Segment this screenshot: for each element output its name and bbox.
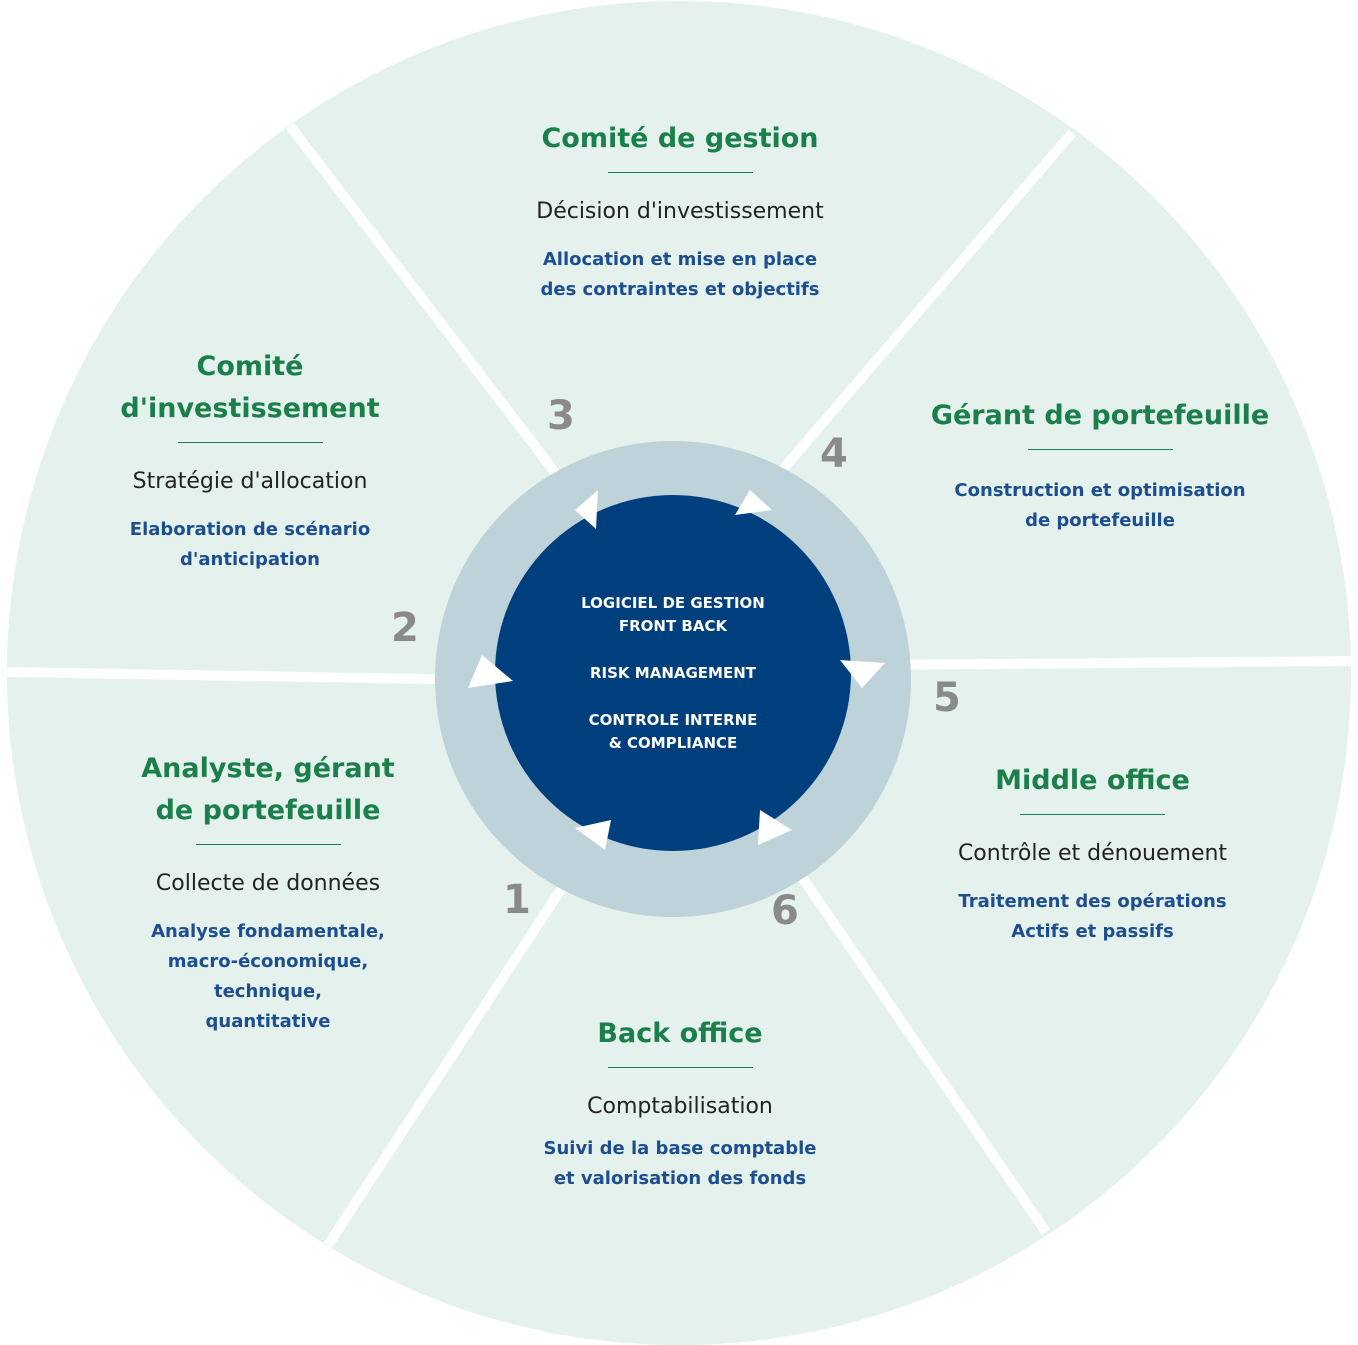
segment-description: Elaboration de scénario d'anticipation bbox=[100, 515, 400, 575]
separator-1-2 bbox=[2, 667, 491, 685]
separator-6-1 bbox=[323, 842, 595, 1248]
hub-item-risk: RISK MANAGEMENT bbox=[590, 663, 756, 682]
segment-subtitle: Stratégie d'allocation bbox=[132, 469, 368, 494]
separator-3-4 bbox=[761, 129, 1076, 494]
arrow-head-1 bbox=[575, 820, 611, 850]
title-underline bbox=[195, 844, 341, 845]
step-number-2: 2 bbox=[391, 605, 419, 651]
arrowheads bbox=[468, 490, 885, 850]
segment-subtitle: Comptabilisation bbox=[587, 1094, 773, 1119]
segment-description: Traitement des opérations Actifs et pass… bbox=[930, 887, 1255, 947]
segment-subtitle: Collecte de données bbox=[155, 871, 381, 896]
description-line: Suivi de la base comptable bbox=[543, 1138, 817, 1159]
step-number-4: 4 bbox=[820, 431, 848, 477]
arrow-head-3 bbox=[575, 490, 598, 529]
segment-back-office: Back office Comptabilisation Suivi de la… bbox=[520, 1013, 840, 1194]
description-line: Traitement des opérations bbox=[958, 891, 1227, 912]
description-line: et valorisation des fonds bbox=[553, 1168, 807, 1189]
description-line: Elaboration de scénario bbox=[129, 519, 371, 540]
segment-middle-office: Middle office Contrôle et dénouement Tra… bbox=[930, 760, 1255, 947]
title-underline bbox=[607, 172, 753, 173]
segment-title: Comité d'investissement bbox=[120, 351, 380, 424]
segment-gerant-de-portefeuille: Gérant de portefeuille Construction et o… bbox=[920, 395, 1280, 536]
title-underline bbox=[1027, 449, 1173, 450]
description-line: technique, bbox=[213, 981, 323, 1002]
step-number-6: 6 bbox=[771, 888, 799, 934]
segment-description: Construction et optimisation de portefeu… bbox=[920, 476, 1280, 536]
arrow-head-6 bbox=[758, 810, 792, 845]
arrow-head-4 bbox=[735, 490, 772, 515]
segment-title: Back office bbox=[597, 1018, 763, 1049]
description-line: macro-économique, bbox=[167, 951, 369, 972]
segment-title: Analyste, gérant de portefeuille bbox=[141, 753, 395, 826]
core-label-group: LOGICIEL DE GESTION FRONT BACK RISK MANA… bbox=[495, 495, 851, 851]
description-line: d'anticipation bbox=[180, 549, 320, 570]
title-underline bbox=[177, 442, 323, 443]
description-line: Analyse fondamentale, bbox=[151, 921, 385, 942]
segment-subtitle: Contrôle et dénouement bbox=[957, 841, 1228, 866]
description-line: des contraintes et objectifs bbox=[540, 279, 820, 300]
step-number-5: 5 bbox=[933, 675, 961, 721]
segment-separators bbox=[2, 122, 1356, 1248]
segment-description: Analyse fondamentale, macro-économique, … bbox=[118, 917, 418, 1037]
description-line: Allocation et mise en place bbox=[542, 249, 818, 270]
description-line: quantitative bbox=[205, 1011, 331, 1032]
description-line: Actifs et passifs bbox=[1011, 921, 1174, 942]
hub-item-compliance: CONTROLE INTERNE & COMPLIANCE bbox=[588, 710, 758, 752]
step-number-3: 3 bbox=[547, 393, 575, 439]
segment-comite-investissement: Comité d'investissement Stratégie d'allo… bbox=[100, 346, 400, 575]
segment-title: Comité de gestion bbox=[541, 123, 819, 154]
segment-title: Gérant de portefeuille bbox=[930, 400, 1270, 431]
segment-description: Suivi de la base comptable et valorisati… bbox=[520, 1134, 840, 1194]
separator-2-3 bbox=[286, 122, 584, 509]
description-line: de portefeuille bbox=[1025, 510, 1175, 531]
core-circle bbox=[495, 495, 851, 851]
segment-comite-de-gestion: Comité de gestion Décision d'investissem… bbox=[480, 118, 880, 305]
segment-subtitle: Décision d'investissement bbox=[536, 199, 824, 224]
separator-4-5 bbox=[871, 656, 1356, 670]
arrow-head-5 bbox=[840, 660, 885, 688]
hub-item-software: LOGICIEL DE GESTION FRONT BACK bbox=[581, 593, 765, 635]
title-underline bbox=[607, 1067, 753, 1068]
title-underline bbox=[1020, 814, 1165, 815]
segment-description: Allocation et mise en place des contrain… bbox=[480, 245, 880, 305]
arrow-head-2 bbox=[468, 655, 513, 688]
step-number-1: 1 bbox=[503, 877, 531, 923]
description-line: Construction et optimisation bbox=[954, 480, 1246, 501]
separator-5-6 bbox=[777, 845, 1051, 1235]
segment-analyste: Analyste, gérant de portefeuille Collect… bbox=[118, 748, 418, 1037]
segment-title: Middle office bbox=[995, 765, 1190, 796]
